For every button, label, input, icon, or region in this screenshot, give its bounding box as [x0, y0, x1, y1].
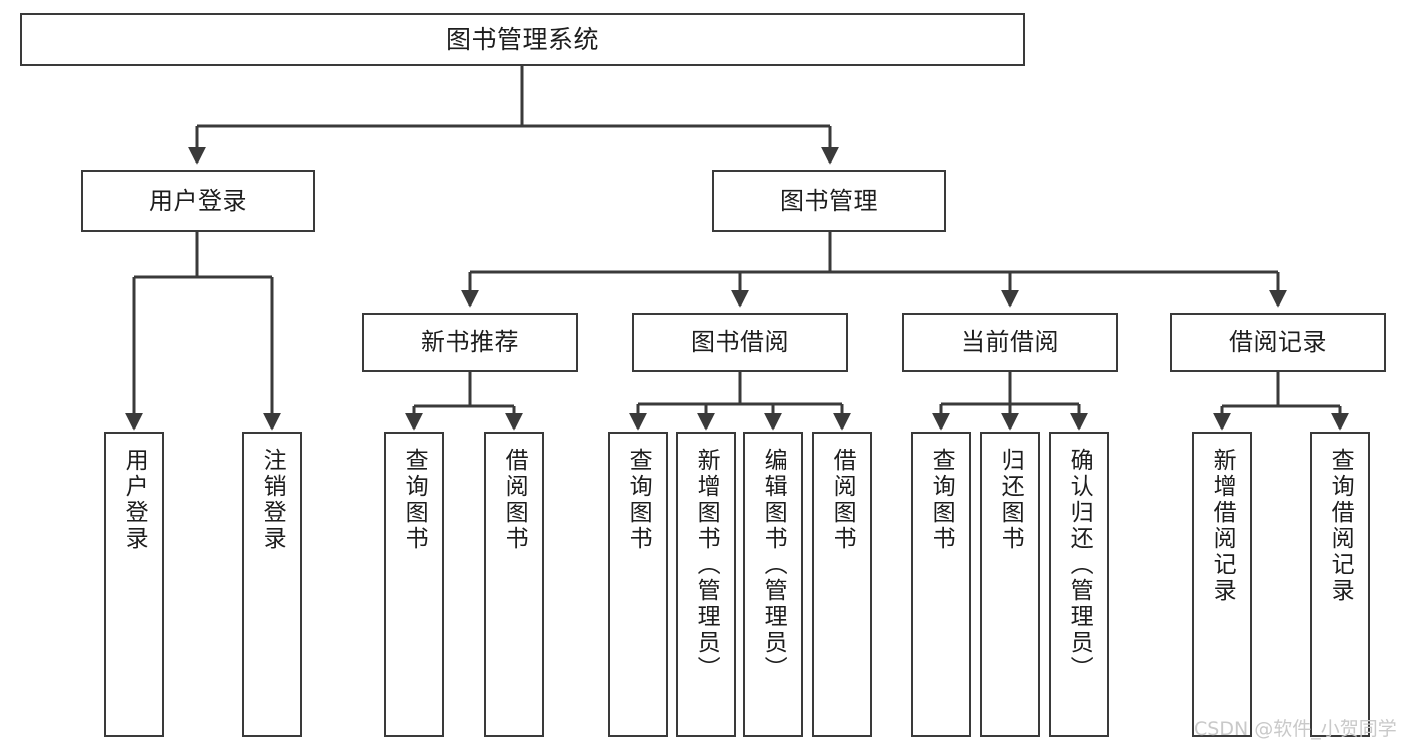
node-leaf-logout-login[interactable]: 注销登录 — [242, 432, 302, 737]
node-leaf-query-borrow-record[interactable]: 查询借阅记录 — [1310, 432, 1370, 737]
node-label: 查询图书 — [928, 448, 955, 552]
node-label: 图书管理系统 — [445, 24, 599, 54]
node-leaf-borrow-book[interactable]: 借阅图书 — [812, 432, 872, 737]
node-label: 图书借阅 — [691, 328, 789, 357]
node-label: 借阅图书 — [829, 448, 856, 552]
node-label: 新增图书（管理员） — [693, 448, 720, 682]
node-leaf-confirm-return-admin[interactable]: 确认归还（管理员） — [1049, 432, 1109, 737]
node-leaf-query-book-recommend[interactable]: 查询图书 — [384, 432, 444, 737]
node-root-book-management-system[interactable]: 图书管理系统 — [20, 13, 1025, 66]
node-label: 归还图书 — [997, 448, 1024, 552]
node-leaf-query-book-borrow[interactable]: 查询图书 — [608, 432, 668, 737]
node-label: 确认归还（管理员） — [1066, 448, 1093, 682]
node-label: 用户登录 — [121, 448, 148, 552]
node-leaf-return-book[interactable]: 归还图书 — [980, 432, 1040, 737]
node-label: 借阅记录 — [1229, 328, 1327, 357]
node-book-management[interactable]: 图书管理 — [712, 170, 946, 232]
node-leaf-add-borrow-record[interactable]: 新增借阅记录 — [1192, 432, 1252, 737]
node-label: 编辑图书（管理员） — [760, 448, 787, 682]
node-leaf-edit-book-admin[interactable]: 编辑图书（管理员） — [743, 432, 803, 737]
node-book-borrow[interactable]: 图书借阅 — [632, 313, 848, 372]
node-label: 查询图书 — [401, 448, 428, 552]
node-borrow-record[interactable]: 借阅记录 — [1170, 313, 1386, 372]
node-label: 新书推荐 — [421, 328, 519, 357]
node-leaf-user-login[interactable]: 用户登录 — [104, 432, 164, 737]
node-label: 查询借阅记录 — [1327, 448, 1354, 604]
node-label: 图书管理 — [780, 186, 878, 215]
csdn-watermark: CSDN @软件_小贺同学 — [1194, 718, 1397, 740]
node-current-borrow[interactable]: 当前借阅 — [902, 313, 1118, 372]
node-label: 用户登录 — [149, 186, 247, 215]
node-leaf-borrow-book-recommend[interactable]: 借阅图书 — [484, 432, 544, 737]
node-leaf-add-book-admin[interactable]: 新增图书（管理员） — [676, 432, 736, 737]
node-user-login[interactable]: 用户登录 — [81, 170, 315, 232]
node-label: 注销登录 — [259, 448, 286, 552]
node-label: 查询图书 — [625, 448, 652, 552]
node-label: 当前借阅 — [961, 328, 1059, 357]
node-label: 借阅图书 — [501, 448, 528, 552]
node-new-book-recommend[interactable]: 新书推荐 — [362, 313, 578, 372]
node-leaf-query-book-current[interactable]: 查询图书 — [911, 432, 971, 737]
node-label: 新增借阅记录 — [1209, 448, 1236, 604]
